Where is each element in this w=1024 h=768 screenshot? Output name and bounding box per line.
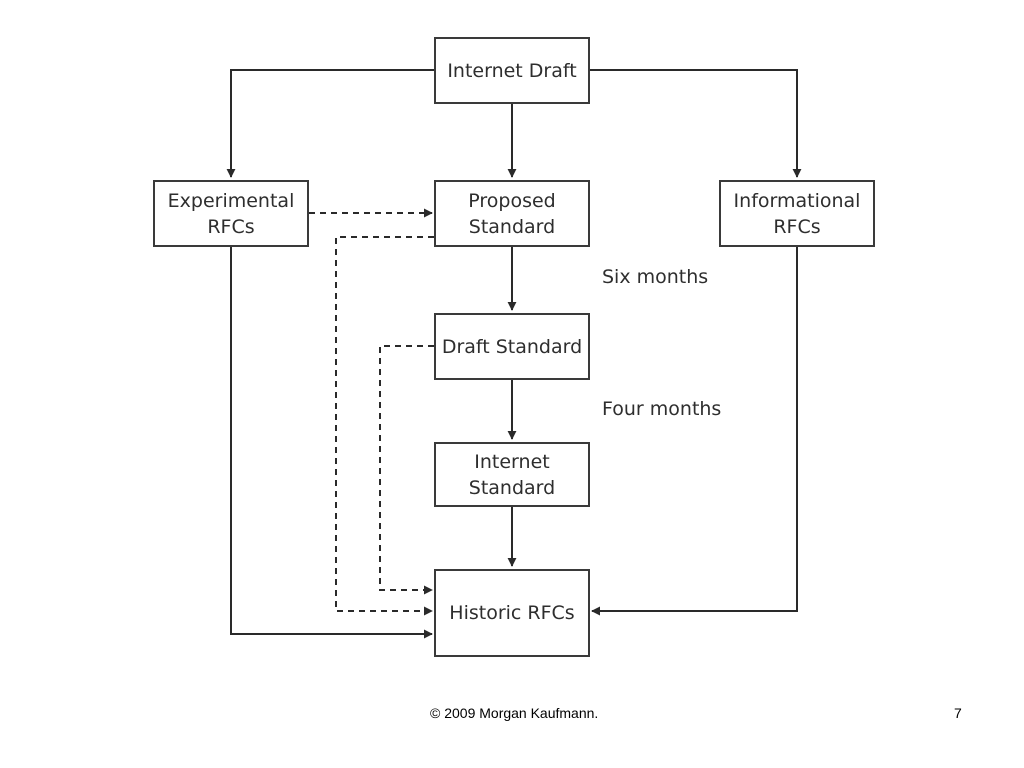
edge-experimental-to-historic [230,247,433,639]
node-proposed-standard-line2: Standard [468,215,556,238]
node-experimental-rfcs: Experimental RFCs [153,180,309,247]
edge-draft-to-informational [590,69,802,178]
node-proposed-standard: Proposed Standard [434,180,590,247]
node-experimental-rfcs-line2: RFCs [207,215,255,238]
edge-informational-to-historic [591,247,798,616]
edge-draftstandard-to-historic [379,345,434,595]
node-internet-standard: Internet Standard [434,442,590,507]
node-experimental-rfcs-line1: Experimental [167,189,295,212]
node-draft-standard-label: Draft Standard [441,335,583,358]
node-draft-standard: Draft Standard [434,313,590,380]
node-informational-rfcs-line2: RFCs [773,215,821,238]
six-months-label: Six months [602,266,709,288]
node-historic-rfcs-label: Historic RFCs [449,602,575,624]
node-internet-draft: Internet Draft [434,37,590,104]
node-internet-draft-label: Internet Draft [447,59,577,82]
edge-draft-to-experimental [226,69,434,178]
edge-proposed-to-historic [335,236,434,616]
copyright-notice: © 2009 Morgan Kaufmann. [430,705,599,721]
node-informational-rfcs: Informational RFCs [719,180,875,247]
node-internet-standard-line1: Internet [474,450,550,473]
node-internet-standard-line2: Standard [468,476,556,499]
node-informational-rfcs-line1: Informational [733,189,861,212]
node-historic-rfcs: Historic RFCs [434,569,590,657]
node-proposed-standard-line1: Proposed [468,189,556,212]
slide-number: 7 [954,705,962,721]
four-months-label: Four months [602,398,722,420]
